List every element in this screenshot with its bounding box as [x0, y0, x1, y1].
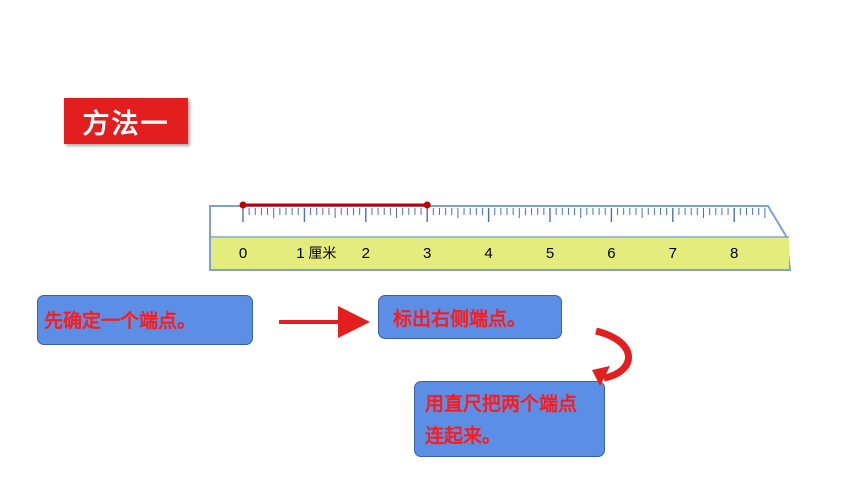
step-3-text: 用直尺把两个端点连起来。 — [425, 393, 578, 447]
ruler-number-strip — [211, 238, 789, 269]
ruler-number: 1 — [296, 245, 304, 262]
step-box-1: 先确定一个端点。 — [37, 295, 253, 345]
curved-arrow-head — [592, 366, 610, 386]
ruler-number: 8 — [730, 245, 738, 262]
step-1-text: 先确定一个端点。 — [44, 310, 197, 332]
method-title: 方法一 — [64, 98, 188, 144]
ruler-ticks — [242, 208, 766, 222]
ruler-number: 5 — [546, 245, 554, 262]
ruler-number: 6 — [607, 245, 615, 262]
ruler-unit-label: 厘米 — [308, 246, 336, 262]
step-box-3: 用直尺把两个端点连起来。 — [414, 381, 605, 457]
ruler-number: 0 — [239, 245, 247, 262]
segment-end-point — [423, 201, 431, 209]
ruler-number: 4 — [484, 245, 492, 262]
step-box-2: 标出右侧端点。 — [378, 295, 562, 339]
ruler-number: 7 — [669, 245, 677, 262]
ruler-number: 2 — [362, 245, 370, 262]
ruler-number: 3 — [423, 245, 431, 262]
step-2-text: 标出右侧端点。 — [393, 308, 527, 330]
curved-arrow-step2-to-step3 — [595, 327, 632, 382]
segment-start-point — [239, 201, 247, 209]
